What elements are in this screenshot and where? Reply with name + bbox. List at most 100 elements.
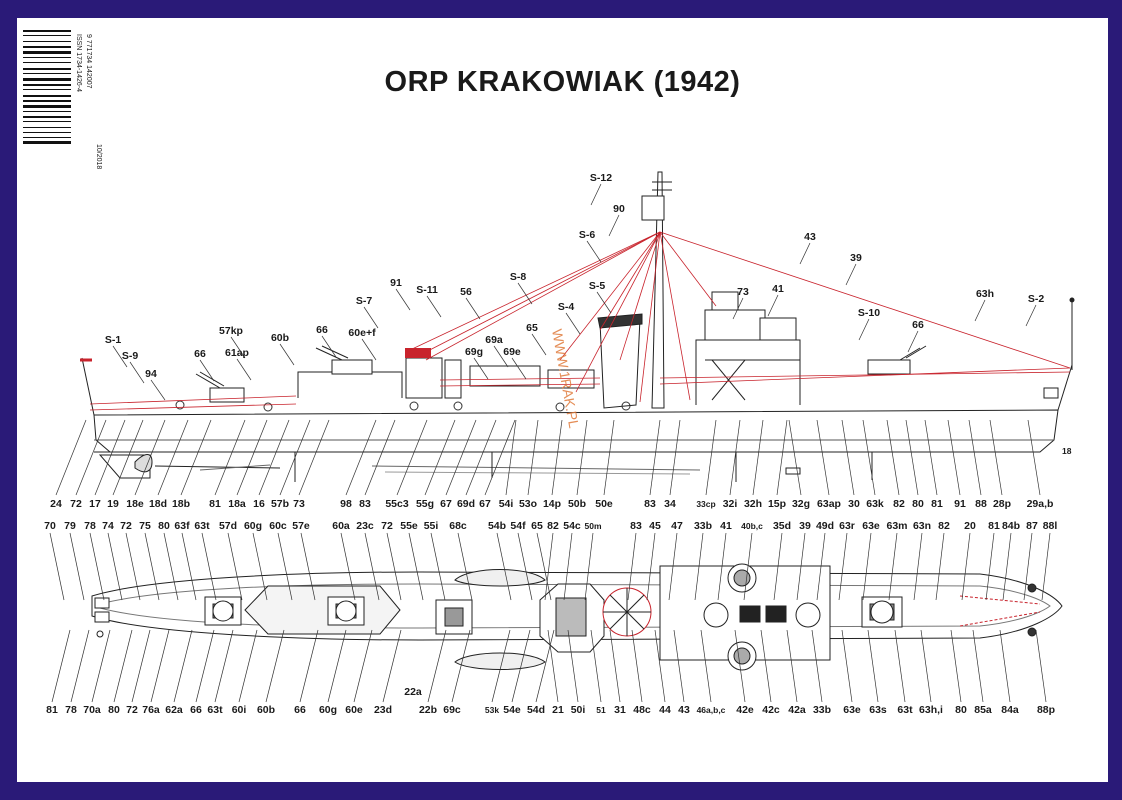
mast (651, 171, 665, 409)
side-label: 69g (465, 346, 483, 358)
aft-twin-gun (315, 345, 373, 375)
side-label: 98 (340, 498, 352, 510)
side-label: 43 (804, 231, 816, 243)
side-label: 94 (145, 368, 157, 380)
side-label: 69d (457, 498, 475, 510)
plan-label: 42a (788, 704, 806, 716)
side-label: 83 (644, 498, 656, 510)
plan-label: 68c (449, 520, 467, 532)
side-label: 60b (271, 332, 289, 344)
ship-name: ORP KRAKOWIAK (384, 66, 646, 98)
midaft-gun-mount (327, 596, 365, 626)
side-label: 50e (595, 498, 613, 510)
plan-label: 65 (531, 520, 543, 532)
plan-label: 70 (44, 520, 56, 532)
side-label: 18b (172, 498, 190, 510)
plan-label: 63n (913, 520, 931, 532)
side-label: 28p (993, 498, 1011, 510)
plan-label: 60i (232, 704, 247, 716)
side-label: 30 (848, 498, 860, 510)
plan-label: 42c (762, 704, 780, 716)
barcode-number: 9 771734 142007 (85, 34, 92, 89)
plan-label: 81 (46, 704, 58, 716)
plan-label: 60e (345, 704, 363, 716)
side-leader-lines (55, 183, 1041, 496)
plan-label: 76a (142, 704, 160, 716)
plan-label: 22a (404, 686, 422, 698)
plan-label: 63s (869, 704, 887, 716)
side-label: 17 (89, 498, 101, 510)
plan-label: 23d (374, 704, 392, 716)
side-label: 24 (50, 498, 62, 510)
side-label: 18d (149, 498, 167, 510)
plan-view (91, 563, 1063, 671)
side-label: S-11 (416, 284, 438, 296)
side-label: 15p (768, 498, 786, 510)
plan-label: 62a (165, 704, 183, 716)
portholes (175, 400, 631, 412)
side-label: 63ap (817, 498, 841, 510)
side-label: S-10 (858, 307, 880, 319)
side-label: 54i (499, 498, 514, 510)
plan-label: 54f (510, 520, 526, 532)
aft-gun (195, 371, 245, 403)
red-flag (405, 348, 431, 358)
side-label: 66 (316, 324, 328, 336)
plan-label: 66 (294, 704, 306, 716)
side-label: 32g (792, 498, 810, 510)
side-label: 90 (613, 203, 625, 215)
fore-gun (867, 345, 927, 375)
plan-label: 45 (649, 520, 661, 532)
side-label: 73 (737, 286, 749, 298)
side-label: S-5 (589, 280, 606, 292)
aft-gun-deck (244, 585, 401, 635)
side-label: 33cp (696, 499, 715, 509)
plan-label: 80 (108, 704, 120, 716)
side-label: 57kp (219, 325, 243, 337)
side-label: 61ap (225, 347, 249, 359)
plan-label: 48c (633, 704, 651, 716)
side-label: 65 (526, 322, 538, 334)
plan-label: 63h,i (919, 704, 943, 716)
plan-label: 47 (671, 520, 683, 532)
plan-label: 46a,b,c (697, 705, 726, 715)
plan-label: 35d (773, 520, 791, 532)
side-label: 80 (912, 498, 924, 510)
barcode-issue: 10/2018 (95, 144, 102, 169)
side-label: 66 (912, 319, 924, 331)
plan-label: 75 (139, 520, 151, 532)
plan-label: 72 (381, 520, 393, 532)
plan-label: 66 (190, 704, 202, 716)
side-label: S-1 (105, 334, 122, 346)
plan-label: 54c (563, 520, 581, 532)
fore-gun-mount (861, 596, 903, 628)
side-label: S-12 (590, 172, 612, 184)
plan-label: 54e (503, 704, 521, 716)
side-label: 72 (70, 498, 82, 510)
page-number: 18 (1062, 446, 1072, 456)
side-label: 81 (209, 498, 221, 510)
side-label: S-7 (356, 295, 373, 307)
plan-label: 79 (64, 520, 76, 532)
plan-label: 72 (126, 704, 138, 716)
plan-label: 55i (424, 520, 439, 532)
side-label: 63h (976, 288, 994, 300)
plan-label: 88p (1037, 704, 1055, 716)
plan-label: 63r (839, 520, 855, 532)
plan-label: 60g (319, 704, 337, 716)
plan-label: 60a (332, 520, 350, 532)
plan-label: 82 (938, 520, 950, 532)
side-label: 41 (772, 283, 784, 295)
plan-label: 60b (257, 704, 275, 716)
plan-label: 55e (400, 520, 418, 532)
rudder (98, 454, 151, 479)
side-label: 60e+f (348, 327, 376, 339)
side-label: 18e (126, 498, 144, 510)
plan-label: 20 (964, 520, 976, 532)
side-label: 91 (954, 498, 966, 510)
side-label: 69a (485, 334, 503, 346)
side-label: 55g (416, 498, 434, 510)
